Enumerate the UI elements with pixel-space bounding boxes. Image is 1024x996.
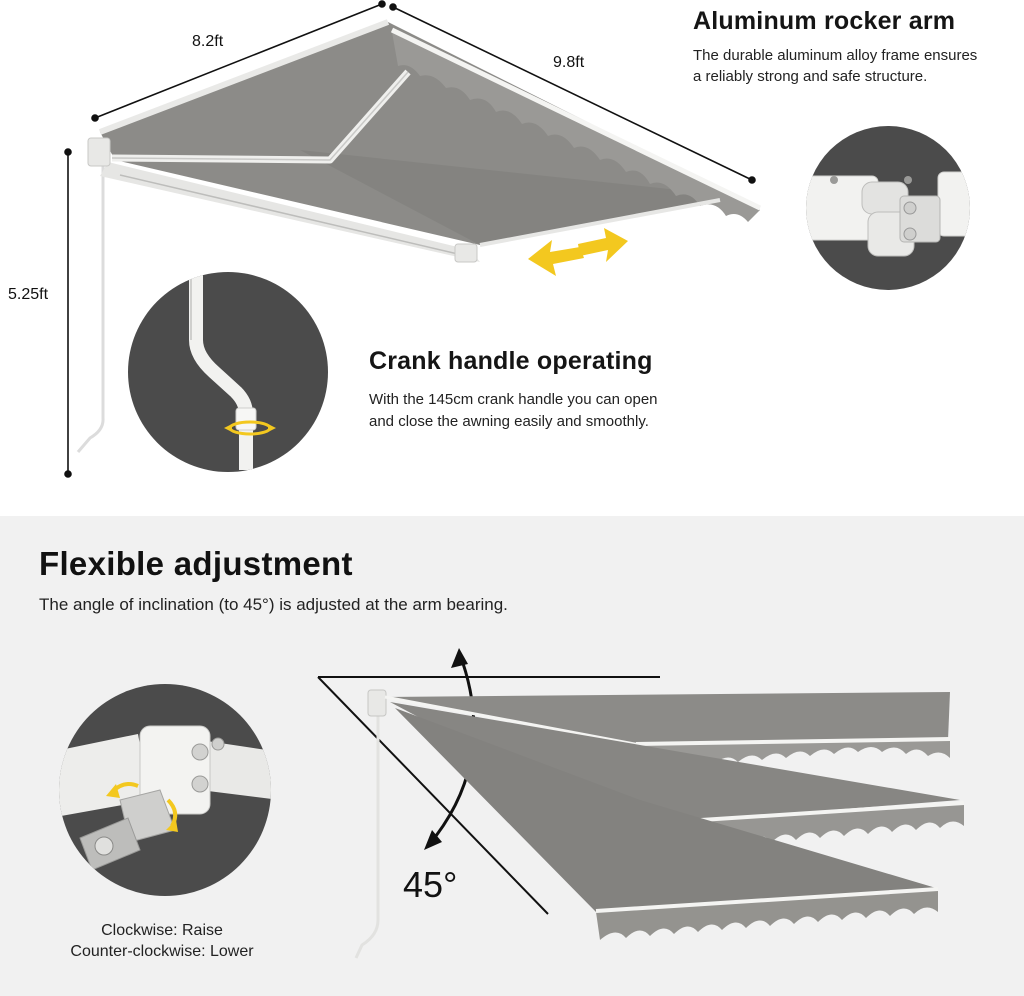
rocker-arm-title: Aluminum rocker arm [693,7,956,35]
crank-handle-detail [128,272,328,472]
angle-label: 45° [403,864,458,905]
angle-illustration [317,648,965,959]
depth-dimension-label: 9.8ft [553,54,585,71]
arm-bearing-detail [59,684,271,896]
caption-clockwise: Clockwise: Raise [101,922,223,939]
rocker-arm-description-2: a reliably strong and safe structure. [693,68,928,85]
dimension-lines [64,0,756,478]
adjustment-title: Flexible adjustment [39,545,353,582]
width-dimension-label: 8.2ft [192,33,224,50]
height-dimension-label: 5.25ft [8,286,49,303]
crank-handle-description-2: and close the awning easily and smoothly… [369,413,649,430]
awning-main [76,19,762,453]
rotation-caption: Clockwise: Raise Counter-clockwise: Lowe… [32,920,292,962]
rocker-arm-description-1: The durable aluminum alloy frame ensures [693,47,978,64]
crank-handle-description-1: With the 145cm crank handle you can open [369,391,658,408]
caption-counter-clockwise: Counter-clockwise: Lower [70,943,254,960]
adjustment-subtitle: The angle of inclination (to 45°) is adj… [39,595,508,614]
double-arrow-icon [528,228,628,276]
crank-handle-title: Crank handle operating [369,347,653,375]
rocker-arm-detail [806,126,970,290]
